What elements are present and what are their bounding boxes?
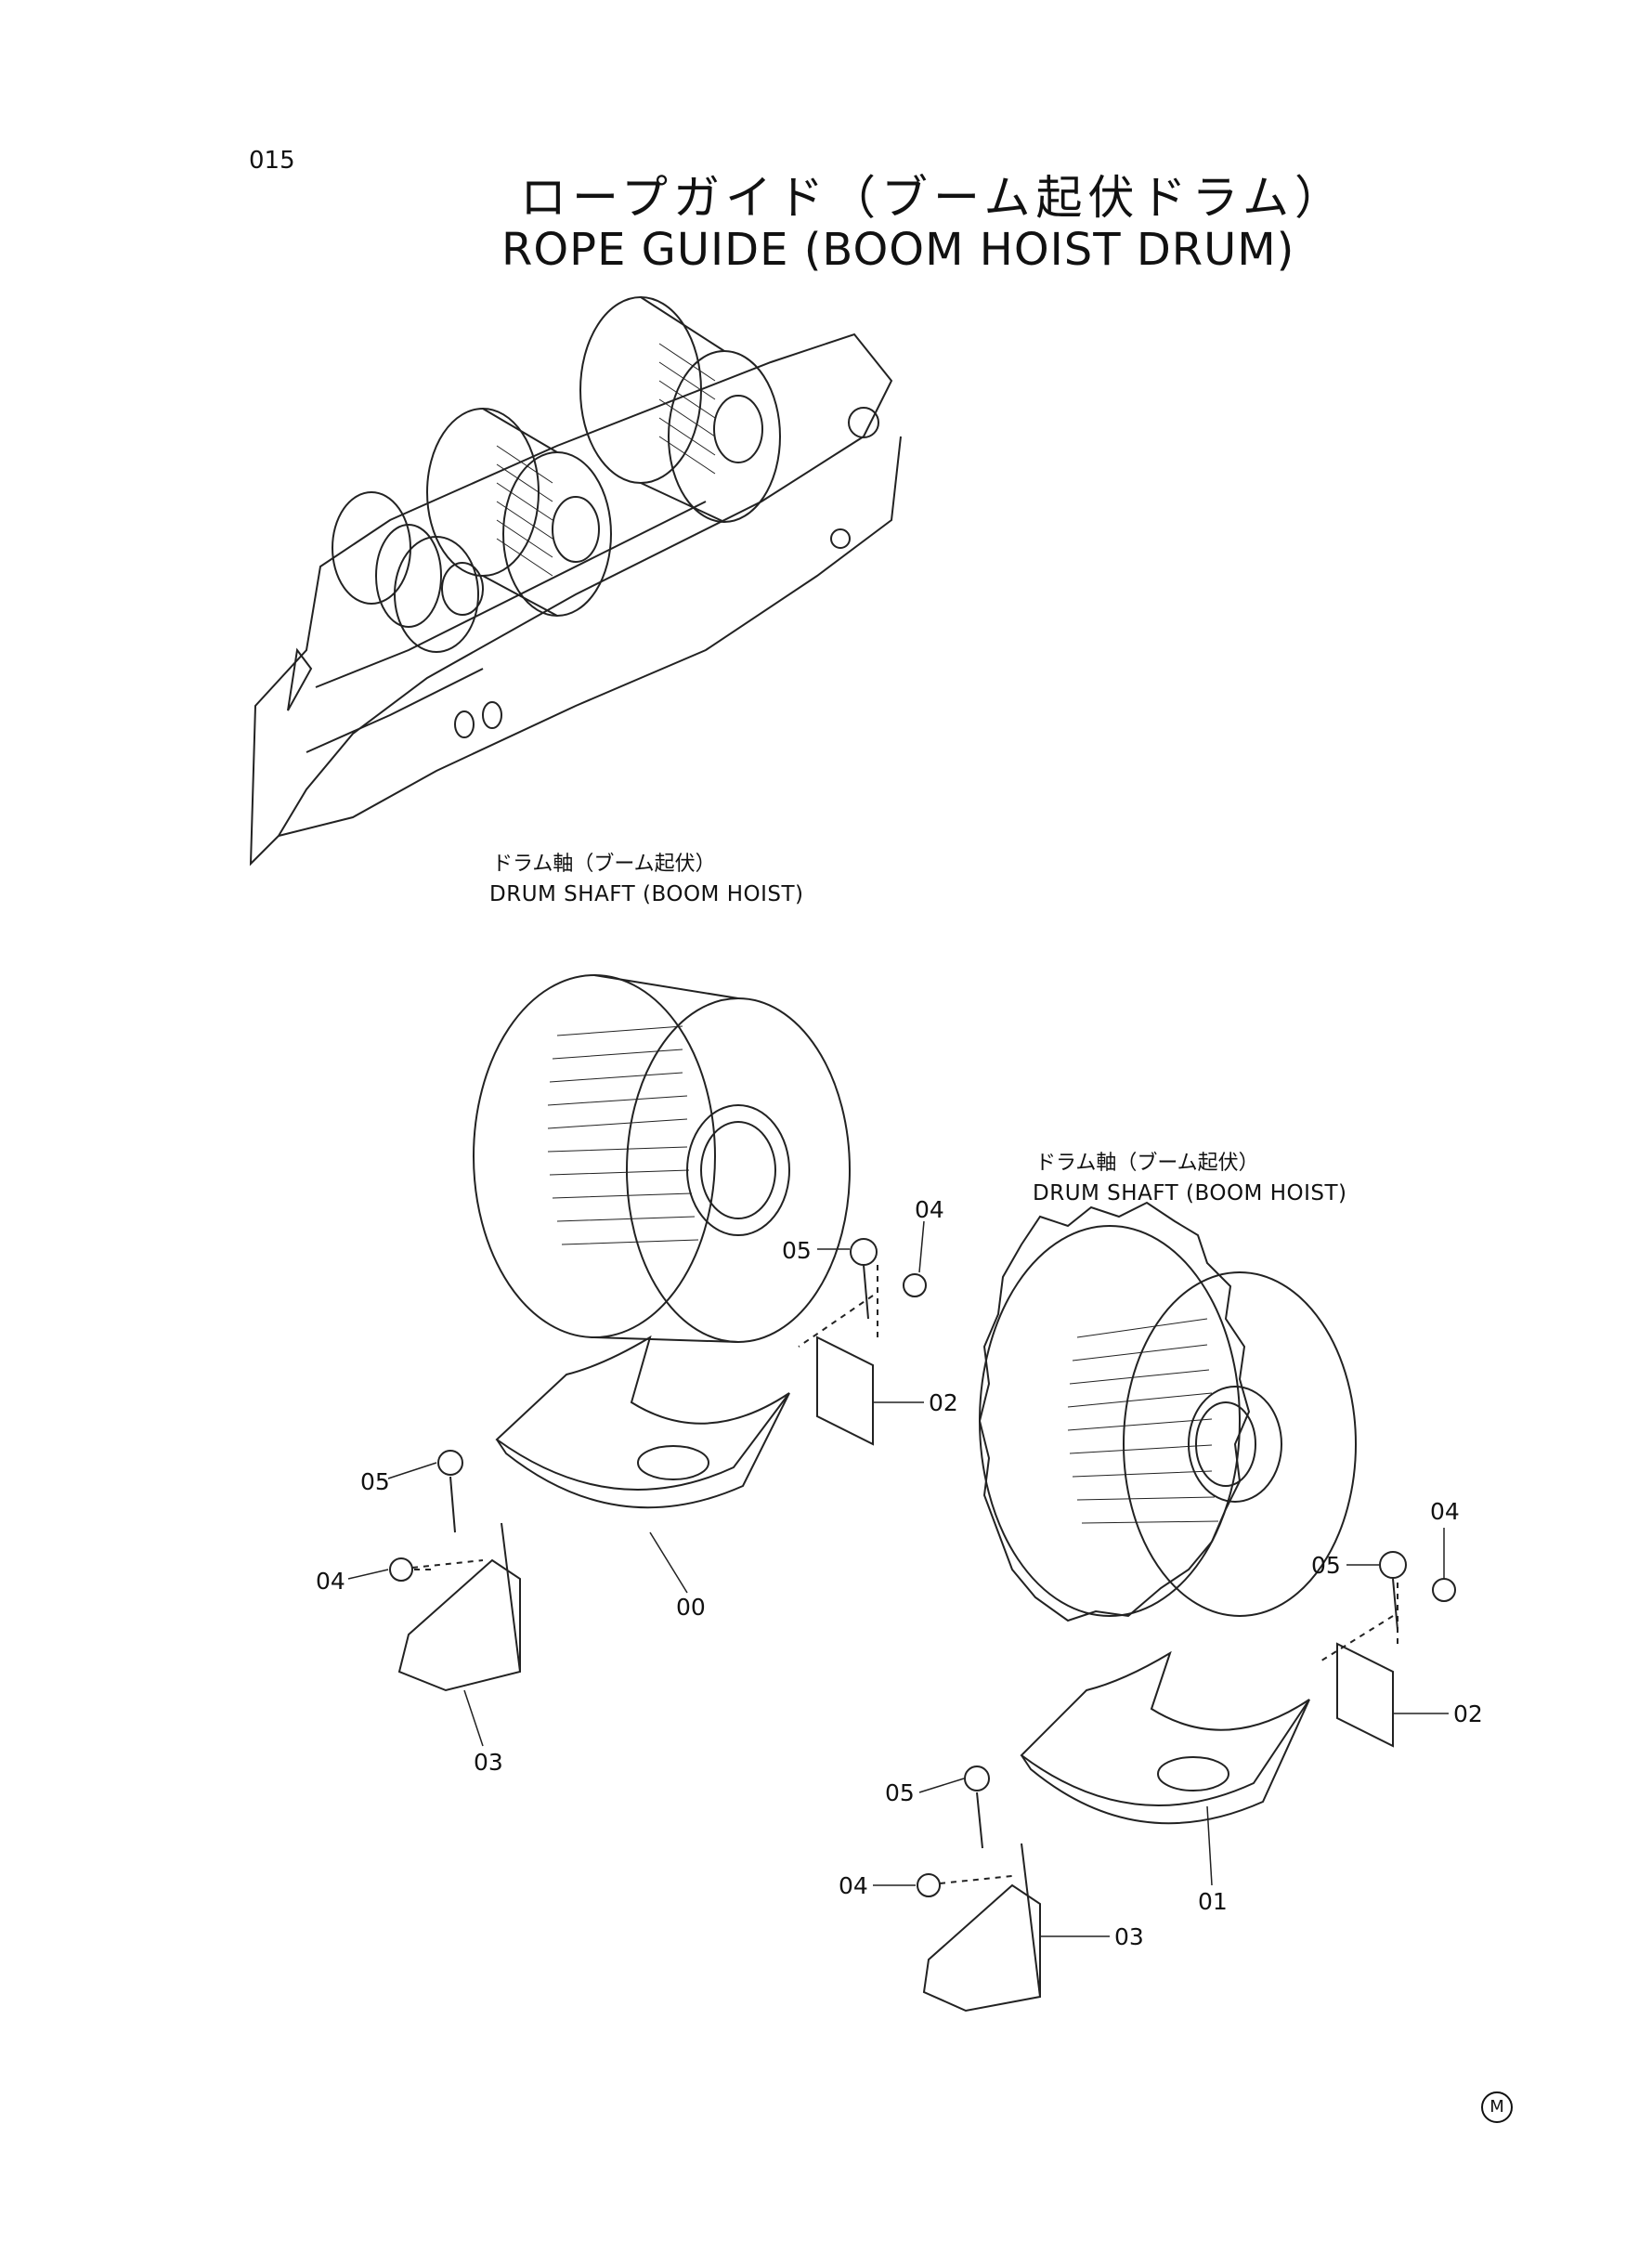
part-number-04-left-bottom: 04 (316, 1568, 345, 1595)
overview-small-drum-1 (332, 492, 410, 604)
leader-lines (348, 1221, 1449, 1936)
part-number-04-right-top: 04 (1430, 1498, 1460, 1525)
bolt-right-05b (965, 1766, 989, 1791)
drum-right-label-english: DRUM SHAFT (BOOM HOIST) (1033, 1181, 1347, 1205)
drum-left-label-japanese: ドラム軸（ブーム起伏） (492, 853, 716, 876)
part-number-05-right-bottom: 05 (885, 1779, 915, 1806)
bolt-left-04a (904, 1274, 926, 1296)
rope-guide-left (390, 1239, 926, 1690)
page-title-english: ROPE GUIDE (BOOM HOIST DRUM) (501, 224, 1295, 276)
overview-middle-drum (427, 409, 539, 576)
part-number-05-left-top: 05 (782, 1237, 812, 1264)
drum-left-label-english: DRUM SHAFT (BOOM HOIST) (489, 882, 804, 906)
part-number-02-left: 02 (929, 1389, 958, 1416)
part-number-01: 01 (1198, 1888, 1228, 1915)
bolt-left-05b (438, 1451, 462, 1475)
part-number-03-right: 03 (1114, 1923, 1144, 1950)
bolt-left-04b (390, 1558, 412, 1581)
bolt-left-05a (851, 1239, 877, 1265)
part-number-04-left-top: 04 (915, 1196, 944, 1223)
machine-frame-overview (251, 297, 901, 864)
part-number-03-left: 03 (474, 1749, 503, 1776)
rope-guide-right (917, 1552, 1455, 2011)
bolt-right-04b (917, 1874, 940, 1896)
page-title-japanese: ロープガイド（ブーム起伏ドラム） (520, 171, 1346, 225)
bolt-right-05a (1380, 1552, 1406, 1578)
part-number-04-right-bottom: 04 (839, 1872, 868, 1899)
drum-right-label-japanese: ドラム軸（ブーム起伏） (1035, 1152, 1259, 1175)
drum-right (980, 1203, 1356, 1621)
bolt-right-04a (1433, 1579, 1455, 1601)
part-number-05-right-top: 05 (1311, 1552, 1341, 1579)
part-number-00: 00 (676, 1594, 706, 1621)
corner-mark-m: M (1481, 2091, 1513, 2123)
overview-small-drum-2 (395, 537, 478, 652)
part-number-02-right: 02 (1453, 1700, 1483, 1727)
page-number: 015 (249, 147, 295, 175)
part-number-05-left-bottom: 05 (360, 1468, 390, 1495)
drum-left (474, 975, 850, 1342)
